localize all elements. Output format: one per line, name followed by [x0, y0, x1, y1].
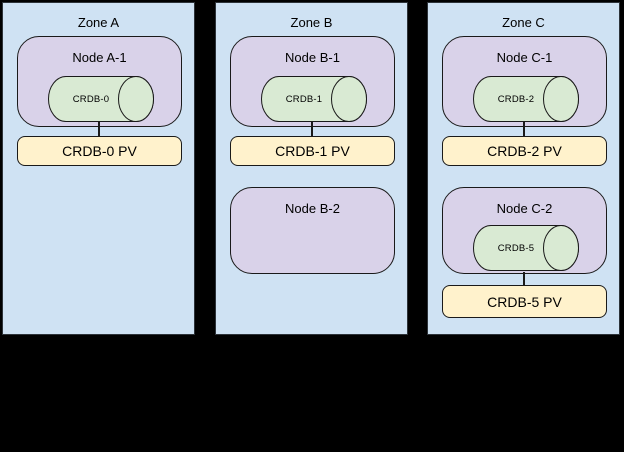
connector-c1-to-pv: [523, 121, 525, 136]
database-cylinder-shape: [473, 76, 579, 122]
connector-a1-to-pv: [98, 121, 100, 136]
node-c2-label: Node C-2: [496, 201, 553, 216]
crdb-1-pv-label: CRDB-1 PV: [275, 143, 350, 159]
zone-a-panel: Zone A Node A-1 CRDB-0 CRDB-0 PV: [2, 2, 195, 335]
node-b2-label: Node B-2: [285, 201, 340, 216]
crdb-2-cylinder-icon: CRDB-2: [473, 76, 579, 122]
node-a1-box: Node A-1 CRDB-0: [17, 36, 182, 127]
crdb-1-pv-box: CRDB-1 PV: [230, 136, 395, 166]
crdb-5-pod-label: CRDB-5: [497, 242, 535, 254]
node-a1-label: Node A-1: [72, 50, 127, 65]
crdb-1-cylinder-icon: CRDB-1: [261, 76, 367, 122]
zone-a-label: Zone A: [77, 15, 120, 30]
crdb-0-pv-label: CRDB-0 PV: [62, 143, 137, 159]
zone-c-label: Zone C: [502, 15, 545, 30]
crdb-5-cylinder-icon: CRDB-5: [473, 225, 579, 271]
database-cylinder-shape: [261, 76, 367, 122]
node-c2-box: Node C-2 CRDB-5: [442, 187, 607, 274]
zone-b-label: Zone B: [290, 15, 333, 30]
zone-b-panel: Zone B Node B-1 CRDB-1 CRDB-1 PV Node B-…: [215, 2, 408, 335]
node-c1-box: Node C-1 CRDB-2: [442, 36, 607, 127]
crdb-0-cylinder-icon: CRDB-0: [48, 76, 154, 122]
crdb-5-pv-box: CRDB-5 PV: [442, 285, 607, 318]
database-cylinder-shape: [473, 225, 579, 271]
crdb-5-pv-label: CRDB-5 PV: [487, 293, 562, 310]
crdb-2-pv-box: CRDB-2 PV: [442, 136, 607, 166]
zone-c-panel: Zone C Node C-1 CRDB-2 CRDB-2 PV Node C-…: [427, 2, 620, 335]
node-b2-box: Node B-2: [230, 187, 395, 274]
connector-c2-to-pv: [523, 272, 525, 285]
crdb-1-pod-label: CRDB-1: [285, 93, 323, 105]
node-b1-box: Node B-1 CRDB-1: [230, 36, 395, 127]
crdb-0-pv-box: CRDB-0 PV: [17, 136, 182, 166]
node-b1-label: Node B-1: [285, 50, 340, 65]
node-c1-label: Node C-1: [496, 50, 553, 65]
crdb-2-pod-label: CRDB-2: [497, 93, 535, 105]
database-cylinder-shape: [48, 76, 154, 122]
crdb-0-pod-label: CRDB-0: [72, 93, 110, 105]
crdb-2-pv-label: CRDB-2 PV: [487, 143, 562, 159]
connector-b1-to-pv: [311, 121, 313, 136]
